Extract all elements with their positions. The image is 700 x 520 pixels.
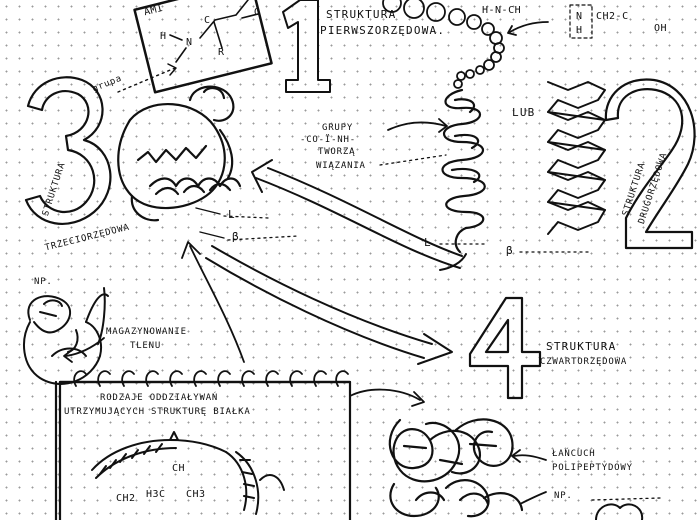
- chain-label-arrow: [513, 454, 547, 461]
- secondary-groups-2: -CO-Ï-NH-: [300, 135, 356, 145]
- notebook-chem-ch3: CH3: [186, 489, 206, 500]
- tertiary-structure: [117, 85, 242, 222]
- chain-formula-oh: OH: [654, 23, 668, 34]
- chain-formula-left: H-N-CH: [482, 5, 522, 16]
- storage-line-1: MAGAZYNOWANIE: [106, 327, 187, 337]
- muscle-arm-drawing: [23, 287, 109, 385]
- notebook-title-1: RODZAJE ODDZIAŁYWAŃ: [100, 393, 219, 403]
- secondary-groups-1: GRUPY: [322, 123, 354, 133]
- example-dotted-line: [591, 497, 661, 501]
- quaternary-example-icon: [595, 503, 644, 520]
- amino-box-n: N: [186, 37, 193, 48]
- numeral-4-outline: [468, 296, 542, 400]
- notebook-rings: [73, 370, 349, 387]
- assembly-arrow: [205, 245, 433, 359]
- amino-acid-box: [133, 0, 273, 94]
- amino-box-o: O: [254, 7, 261, 18]
- primary-title-1: STRUKTURA: [326, 8, 397, 21]
- numeral-1-outline: [282, 0, 331, 93]
- chain-dashed-box: [569, 4, 593, 39]
- secondary-groups-4: WIĄZANIA: [316, 161, 366, 171]
- notebook-up-arrow: [189, 245, 245, 363]
- secondary-groups-3: TWORZĄ: [318, 147, 356, 157]
- primary-title-2: PIERWSZORZĘDOWA.: [320, 24, 446, 37]
- alpha-helix: [441, 88, 486, 254]
- quaternary-tangle: [388, 418, 524, 518]
- storage-line-2: TLENU: [130, 341, 162, 351]
- secondary-beta-label: β: [506, 244, 514, 257]
- chain-formula-h: H: [576, 25, 583, 36]
- amino-acid-bonds: [169, 0, 259, 63]
- numeral-2-outline: [604, 78, 696, 250]
- notebook: [54, 380, 352, 520]
- secondary-alpha-label: L: [424, 236, 432, 249]
- groups-arrow: [387, 121, 447, 131]
- notebook-chem-ch2: CH2: [116, 493, 136, 504]
- chain-formula-arrow: [509, 21, 549, 33]
- fold-arrow: [255, 167, 463, 269]
- amino-box-h: H: [160, 31, 167, 42]
- tertiary-beta-label: β: [232, 230, 240, 243]
- example-arrow: [519, 491, 547, 505]
- quaternary-title-1: STRUKTURA: [546, 340, 617, 353]
- primary-chain-beads: [382, 0, 505, 89]
- notebook-chem-h3c: H3C: [146, 489, 166, 500]
- group-arrow: [117, 67, 176, 93]
- tertiary-alpha-label: L: [228, 208, 236, 221]
- notebook-right-arrow: [349, 388, 421, 401]
- secondary-or-label: LUB: [512, 106, 536, 119]
- quaternary-title-2: CZWARTORZĘDOWA: [540, 357, 628, 367]
- notebook-chem-ch: CH: [172, 463, 186, 474]
- tertiary-alpha-line: [223, 215, 269, 219]
- chain-formula-n: N: [576, 11, 583, 22]
- amino-box-c: C: [204, 15, 211, 26]
- storage-arrow: [65, 337, 105, 357]
- chain-formula-right: CH2-C: [596, 11, 629, 22]
- amino-box-r: R: [218, 47, 225, 58]
- notebook-title-2: UTRZYMUJĄCYCH STRUKTURĘ BIAŁKA: [64, 407, 251, 417]
- beta-sheet: [547, 81, 606, 235]
- groups-dotted-line: [379, 154, 447, 166]
- quaternary-example: NP.: [554, 491, 573, 501]
- numeral-3-outline: [24, 76, 112, 226]
- quaternary-chain-1: ŁAŃCUCH: [552, 449, 596, 459]
- tertiary-beta-line: [227, 235, 299, 241]
- example-np-label: NP.: [34, 277, 53, 287]
- quaternary-chain-2: POLIPEPTYDOWY: [552, 463, 633, 473]
- notebook-interaction-drawing: [91, 431, 285, 515]
